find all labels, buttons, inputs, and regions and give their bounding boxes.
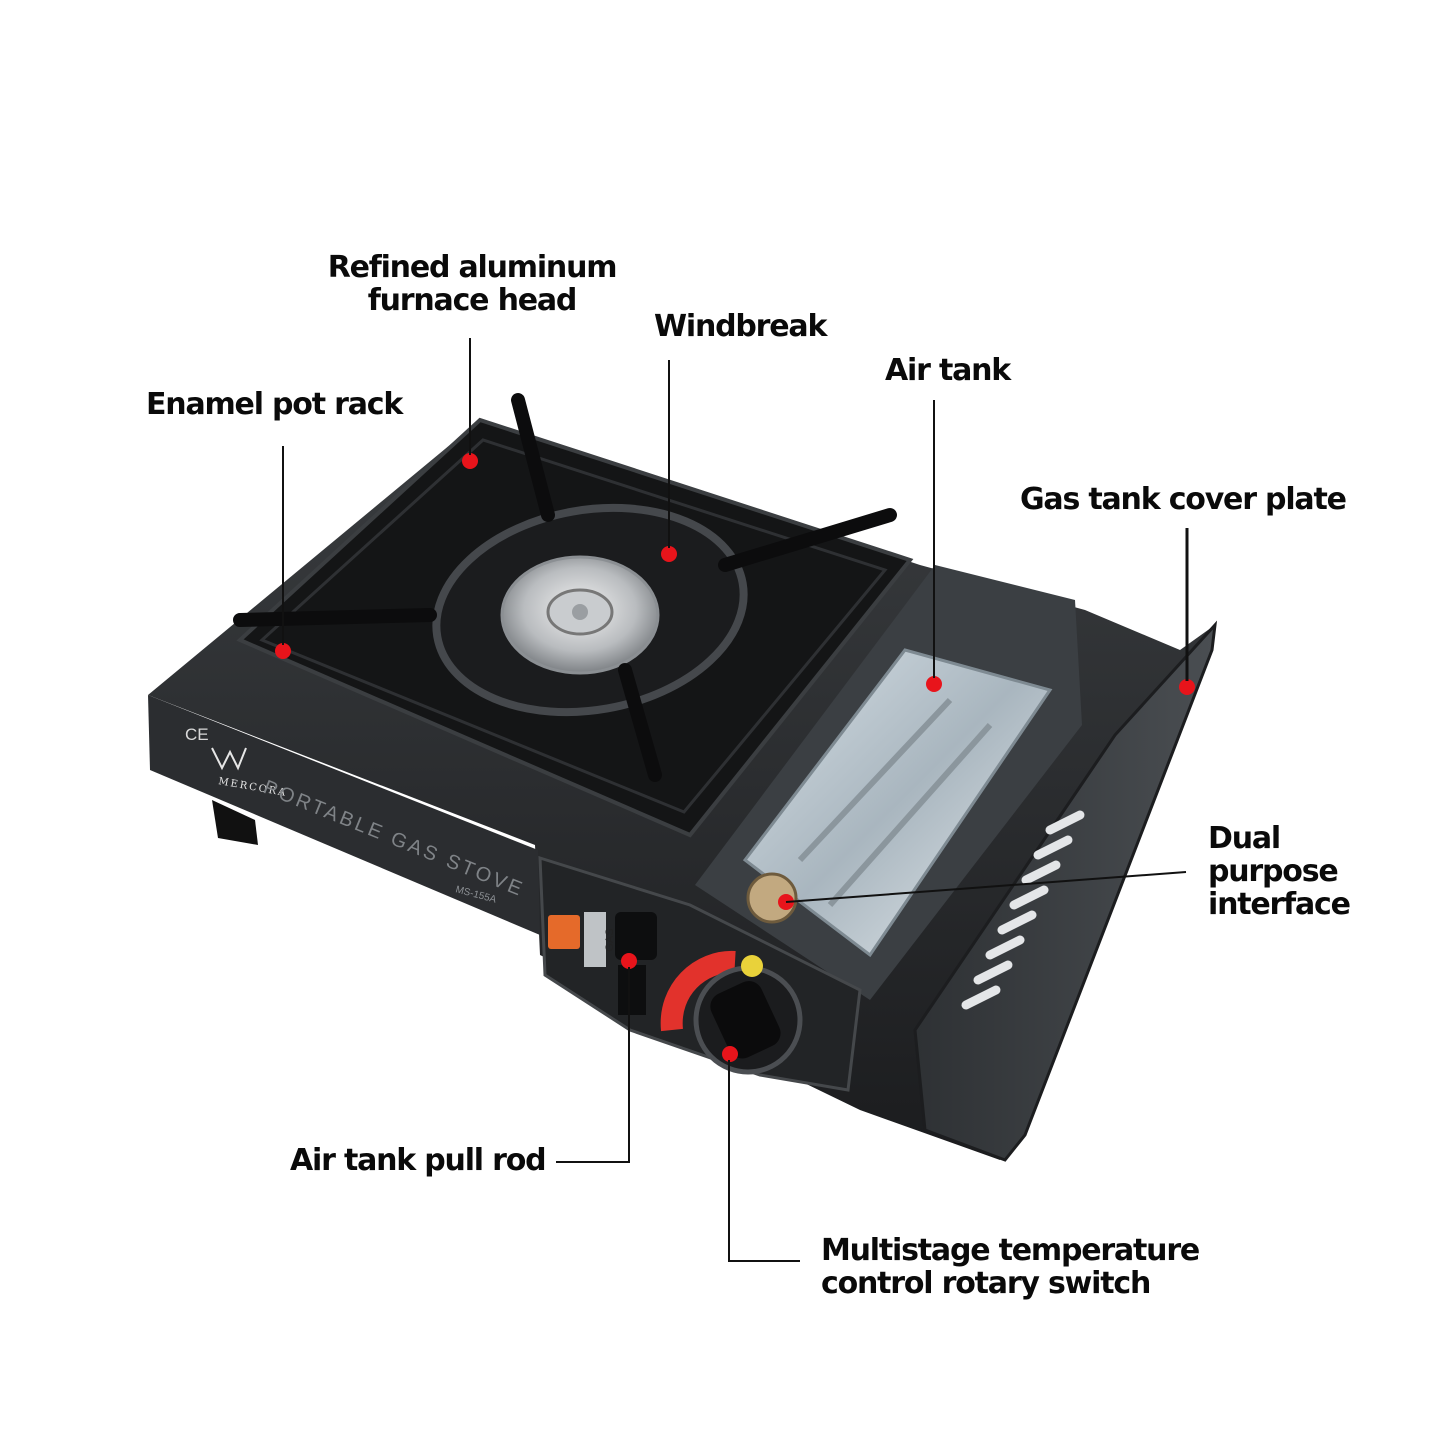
label-line: furnace head [367, 283, 578, 318]
stove-front-face [148, 695, 540, 935]
label-pot-rack: Enamel pot rack [146, 387, 403, 422]
label-air-tank: Air tank [885, 353, 1011, 388]
leader-lines [282, 338, 1189, 1262]
pull-rod-slot [618, 965, 646, 1015]
stove-foot [212, 800, 258, 845]
label-line: Enamel pot rack [146, 387, 403, 422]
label-rotary-switch: Multistage temperature control rotary sw… [821, 1233, 1200, 1301]
leader-rotary-switch [728, 1060, 800, 1262]
air-tank [742, 648, 1053, 958]
label-furnace-head: Refined aluminum furnace head [322, 251, 622, 317]
cover-plate [913, 620, 1218, 1162]
label-line: Dual [1208, 821, 1281, 856]
label-line: Air tank pull rod [290, 1143, 547, 1178]
rotary-switch-knob [710, 981, 781, 1059]
marker-furnace-head [462, 453, 478, 469]
cert-mark: CE [185, 725, 209, 744]
heat-scale-arc [660, 950, 736, 1032]
burner-center [572, 604, 588, 620]
marker-pull-rod [621, 953, 637, 969]
gas-window [584, 912, 606, 967]
leader-pull-rod [556, 967, 630, 1163]
marker-cover-plate [1179, 679, 1195, 695]
label-interface: Dual purpose interface [1208, 821, 1351, 922]
label-line: Gas tank cover plate [1020, 482, 1347, 517]
label-line: Air tank [885, 353, 1011, 388]
label-windbreak: Windbreak [654, 309, 827, 344]
tank-rail [797, 697, 953, 863]
label-pull-rod: Air tank pull rod [290, 1143, 547, 1178]
lock-indicator [548, 915, 580, 949]
marker-pot-rack [275, 643, 291, 659]
label-line: control rotary switch [821, 1266, 1151, 1301]
gas-window-text: GAS [604, 928, 616, 951]
marker-windbreak [661, 546, 677, 562]
stove-illustration: GAS [148, 338, 1218, 1262]
brand-logo [211, 747, 247, 771]
pull-rod-lever [615, 912, 657, 960]
label-cover-plate: Gas tank cover plate [1020, 482, 1347, 517]
marker-rotary-switch [722, 1046, 738, 1062]
top-inner-rim [259, 438, 888, 814]
gas-interface-fitting [746, 872, 798, 924]
label-line: Refined aluminum [327, 250, 618, 285]
tank-rail [827, 723, 993, 907]
vent-slots [961, 810, 1085, 1010]
label-line: purpose [1208, 854, 1339, 889]
label-line: Multistage temperature [821, 1233, 1200, 1268]
label-line: interface [1208, 887, 1351, 922]
heat-indicator-dot [741, 955, 763, 977]
leader-interface [785, 871, 1187, 903]
label-line: Windbreak [654, 309, 827, 344]
markers [275, 453, 1195, 1062]
pot-rack [233, 393, 897, 782]
marker-air-tank [926, 676, 942, 692]
